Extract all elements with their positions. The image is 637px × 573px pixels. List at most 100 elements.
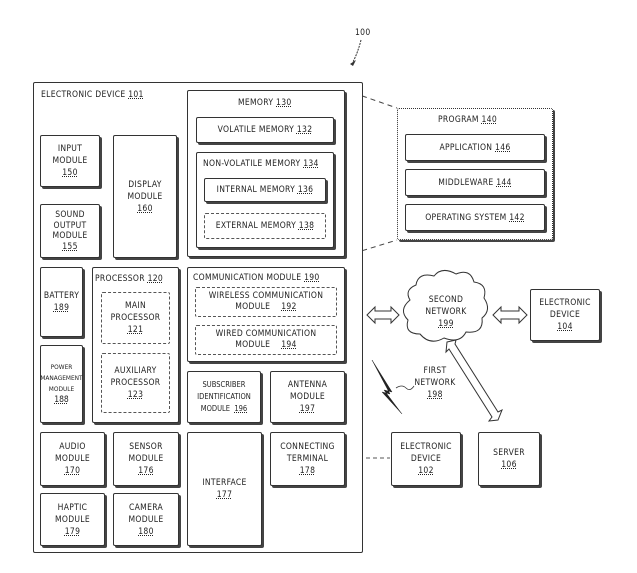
subscriber-id-ref: 196 xyxy=(234,404,248,413)
wireless-communication-module-box: WIRELESS COMMUNICATION MODULE 192 xyxy=(195,287,337,317)
connecting-terminal-ref: 178 xyxy=(299,466,316,476)
server-ref: 106 xyxy=(501,460,517,470)
subscriber-identification-module-box: SUBSCRIBER IDENTIFICATION MODULE 196 xyxy=(187,371,261,423)
interface-label: INTERFACE xyxy=(202,478,247,488)
first-network-ref: 198 xyxy=(427,390,443,400)
subscriber-id-line3: MODULE xyxy=(200,404,231,413)
electronic-device-104-line1: ELECTRONIC xyxy=(539,298,591,308)
electronic-device-102-line1: ELECTRONIC xyxy=(400,442,452,452)
auxiliary-processor-line1: AUXILIARY xyxy=(114,366,157,376)
main-processor-line1: MAIN xyxy=(124,301,146,311)
power-management-line3: MODULE xyxy=(48,385,75,393)
auxiliary-processor-box: AUXILIARY PROCESSOR 123 xyxy=(101,353,170,413)
input-module-ref: 150 xyxy=(62,168,78,178)
figure-ref-label: 100 xyxy=(355,28,371,38)
wireless-comm-line1: WIRELESS COMMUNICATION xyxy=(208,291,324,301)
auxiliary-processor-ref: 123 xyxy=(127,390,144,400)
input-module-line2: MODULE xyxy=(52,156,88,166)
power-management-ref: 188 xyxy=(54,395,69,405)
communication-module-title: COMMUNICATION MODULE 190 xyxy=(193,273,320,283)
main-processor-ref: 121 xyxy=(127,325,144,335)
second-network-ref: 199 xyxy=(438,319,454,329)
sound-output-line1: SOUND xyxy=(55,210,85,220)
audio-module-box: AUDIO MODULE 170 xyxy=(40,432,105,486)
operating-system-label: OPERATING SYSTEM xyxy=(425,212,507,223)
internal-memory-ref: 136 xyxy=(297,185,314,195)
wired-communication-module-box: WIRED COMMUNICATION MODULE 194 xyxy=(195,325,337,355)
battery-ref: 189 xyxy=(53,303,70,313)
auxiliary-processor-line2: PROCESSOR xyxy=(110,378,161,388)
first-network-line1: FIRST xyxy=(423,366,447,376)
operating-system-box: OPERATING SYSTEM 142 xyxy=(405,204,545,231)
sound-output-ref: 155 xyxy=(62,241,78,252)
connecting-terminal-line2: TERMINAL xyxy=(286,454,329,464)
sensor-module-box: SENSOR MODULE 176 xyxy=(113,432,179,486)
display-module-line2: MODULE xyxy=(127,191,163,202)
second-network-line1: SECOND xyxy=(428,295,464,305)
external-memory-label: EXTERNAL MEMORY xyxy=(215,221,297,231)
volatile-memory-ref: 132 xyxy=(296,125,313,135)
volatile-memory-label: VOLATILE MEMORY xyxy=(217,125,295,135)
sensor-module-ref: 176 xyxy=(138,466,154,476)
wireless-comm-line2: MODULE xyxy=(235,302,271,312)
wired-comm-ref: 194 xyxy=(281,340,297,350)
application-ref: 146 xyxy=(495,142,511,153)
volatile-memory-box: VOLATILE MEMORY 132 xyxy=(196,117,334,143)
internal-memory-box: INTERNAL MEMORY 136 xyxy=(204,178,326,202)
sensor-module-line2: MODULE xyxy=(128,454,164,464)
processor-ref: 120 xyxy=(147,274,164,284)
camera-module-ref: 180 xyxy=(138,526,154,537)
double-arrow-101-to-network xyxy=(366,305,400,325)
figure-ref-leader xyxy=(352,39,362,63)
battery-label: BATTERY xyxy=(43,291,80,301)
power-management-module-box: POWER MANAGEMENT MODULE 188 xyxy=(40,345,83,423)
first-network-line2: NETWORK xyxy=(414,378,456,388)
server-label: SERVER xyxy=(493,448,525,458)
haptic-module-line1: HAPTIC xyxy=(57,502,88,513)
camera-module-box: CAMERA MODULE 180 xyxy=(113,493,179,546)
middleware-label: MIDDLEWARE xyxy=(438,177,494,188)
non-volatile-memory-label: NON-VOLATILE MEMORY xyxy=(203,159,301,169)
electronic-device-101-ref: 101 xyxy=(128,90,144,100)
interface-ref: 177 xyxy=(216,490,233,500)
electronic-device-104-box: ELECTRONIC DEVICE 104 xyxy=(530,289,600,341)
connecting-terminal-box: CONNECTING TERMINAL 178 xyxy=(270,432,345,486)
double-arrow-network-to-104 xyxy=(492,305,528,325)
camera-module-line2: MODULE xyxy=(128,514,164,525)
display-module-line1: DISPLAY xyxy=(128,179,162,190)
memory-ref: 130 xyxy=(276,98,292,108)
middleware-box: MIDDLEWARE 144 xyxy=(405,169,545,196)
haptic-module-ref: 179 xyxy=(64,526,81,537)
external-memory-box: EXTERNAL MEMORY 138 xyxy=(204,213,326,239)
communication-module-label: COMMUNICATION MODULE xyxy=(193,273,302,283)
electronic-device-104-line2: DEVICE xyxy=(549,310,581,320)
program-ref: 140 xyxy=(481,115,497,125)
program-title: PROGRAM 140 xyxy=(438,115,497,125)
first-network-label: FIRST NETWORK 198 xyxy=(412,365,458,401)
memory-label: MEMORY xyxy=(238,98,274,108)
processor-title: PROCESSOR 120 xyxy=(95,274,163,284)
battery-box: BATTERY 189 xyxy=(40,267,83,337)
wireless-comm-ref: 192 xyxy=(281,302,297,312)
audio-module-line1: AUDIO xyxy=(59,442,86,452)
haptic-module-line2: MODULE xyxy=(55,514,90,525)
memory-title: MEMORY 130 xyxy=(238,98,292,108)
audio-module-line2: MODULE xyxy=(55,454,90,464)
first-network-lightning-icon xyxy=(371,359,415,415)
application-box: APPLICATION 146 xyxy=(405,134,545,161)
middleware-ref: 144 xyxy=(496,177,512,188)
sound-output-line3: MODULE xyxy=(52,231,88,241)
camera-module-line1: CAMERA xyxy=(129,502,163,513)
wired-comm-line2: MODULE xyxy=(235,340,271,350)
sound-output-module-box: SOUND OUTPUT MODULE 155 xyxy=(40,204,100,258)
external-memory-ref: 138 xyxy=(298,221,315,231)
antenna-module-ref: 197 xyxy=(299,404,316,414)
interface-box: INTERFACE 177 xyxy=(187,432,262,546)
subscriber-id-line2: IDENTIFICATION xyxy=(197,392,251,401)
application-label: APPLICATION xyxy=(439,142,493,153)
antenna-module-line1: ANTENNA xyxy=(287,380,328,390)
figure-ref-arrowhead xyxy=(350,60,356,66)
electronic-device-102-line2: DEVICE xyxy=(410,454,442,464)
program-label: PROGRAM xyxy=(438,115,479,125)
non-volatile-memory-title: NON-VOLATILE MEMORY 134 xyxy=(203,159,319,169)
